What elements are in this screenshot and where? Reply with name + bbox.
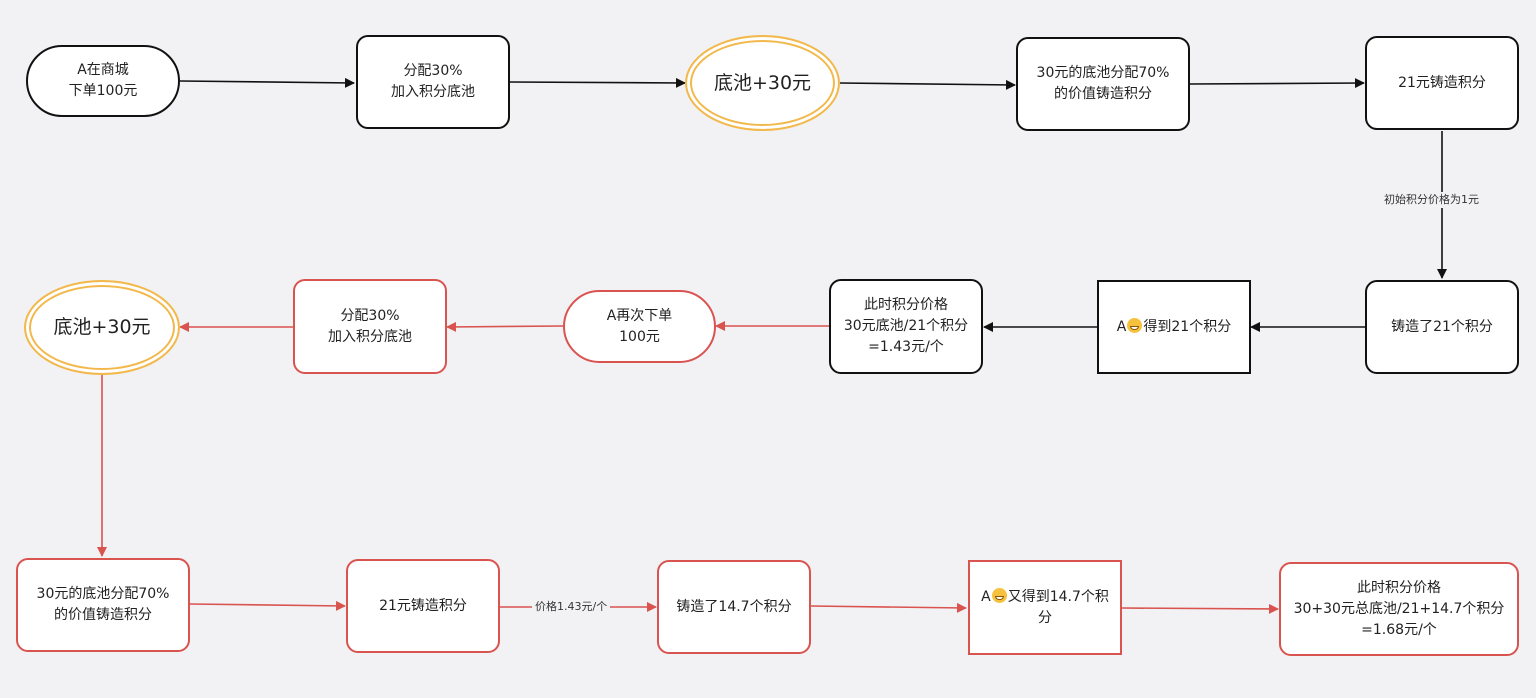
node-minted-14-7: 铸造了14.7个积分 bbox=[657, 560, 811, 654]
node-second-order-label: A再次下单 100元 bbox=[606, 307, 673, 345]
node-minted-21: 铸造了21个积分 bbox=[1365, 280, 1519, 374]
node-received-14-7: A 又得到14.7个积分 bbox=[968, 560, 1122, 655]
node-pool-plus-30-label: 底池+30元 bbox=[713, 71, 812, 94]
node-minted-21-label: 铸造了21个积分 bbox=[1391, 318, 1493, 335]
node-pool-plus-30: 底池+30元 bbox=[685, 35, 840, 131]
edge-label-price: 价格1.43元/个 bbox=[532, 599, 611, 615]
edge-distribute-to-mint bbox=[1189, 78, 1365, 89]
node-mint-21: 21元铸造积分 bbox=[1365, 36, 1519, 130]
node-first-order-label: A在商城 下单100元 bbox=[68, 62, 138, 99]
node-distribute-70pct: 30元的底池分配70% 的价值铸造积分 bbox=[1016, 37, 1190, 131]
edge-allocate-to-pool bbox=[509, 77, 686, 88]
edge-label-initial-price: 初始积分价格为1元 bbox=[1381, 192, 1482, 208]
node-received-21-label: A 得到21个积分 bbox=[1117, 317, 1231, 338]
received-14-7-text: 又得到14.7个积分 bbox=[1007, 588, 1109, 626]
edge-order-to-allocate bbox=[179, 77, 355, 88]
node-received-14-7-label: A 又得到14.7个积分 bbox=[976, 587, 1114, 629]
node-distribute-70pct-2: 30元的底池分配70% 的价值铸造积分 bbox=[16, 558, 190, 652]
node-price-1-68: 此时积分价格 30+30元总底池/21+14.7个积分 =1.68元/个 bbox=[1279, 562, 1519, 656]
actor-a-label: A bbox=[1116, 318, 1127, 335]
node-allocate-30pct-2-label: 分配30% 加入积分底池 bbox=[328, 307, 412, 345]
edge-minted2-to-received2 bbox=[810, 602, 967, 613]
edge-distribute2-to-mint2 bbox=[189, 600, 346, 611]
node-distribute-70pct-label: 30元的底池分配70% 的价值铸造积分 bbox=[1036, 65, 1170, 102]
node-distribute-70pct-2-label: 30元的底池分配70% 的价值铸造积分 bbox=[36, 586, 170, 623]
edge-received2-to-price2 bbox=[1121, 603, 1279, 614]
node-price-1-68-label: 此时积分价格 30+30元总底池/21+14.7个积分 =1.68元/个 bbox=[1293, 579, 1505, 638]
node-first-order: A在商城 下单100元 bbox=[26, 45, 180, 117]
node-minted-14-7-label: 铸造了14.7个积分 bbox=[676, 598, 792, 615]
node-allocate-30pct-label: 分配30% 加入积分底池 bbox=[391, 63, 475, 100]
received-21-text: 得到21个积分 bbox=[1143, 318, 1232, 335]
node-mint-21-2: 21元铸造积分 bbox=[346, 559, 500, 653]
node-price-1-43-label: 此时积分价格 30元底池/21个积分 =1.43元/个 bbox=[843, 297, 969, 355]
node-mint-21-label: 21元铸造积分 bbox=[1398, 74, 1486, 91]
actor-a-label-2: A bbox=[981, 588, 991, 605]
node-price-1-43: 此时积分价格 30元底池/21个积分 =1.43元/个 bbox=[829, 279, 983, 374]
node-mint-21-2-label: 21元铸造积分 bbox=[379, 597, 467, 614]
node-pool-plus-30-2: 底池+30元 bbox=[24, 280, 180, 375]
node-allocate-30pct-2: 分配30% 加入积分底池 bbox=[293, 279, 447, 374]
edge-pool-to-distribute bbox=[839, 79, 1016, 90]
node-received-21: A 得到21个积分 bbox=[1097, 280, 1251, 374]
node-allocate-30pct: 分配30% 加入积分底池 bbox=[356, 35, 510, 129]
grinning-face-icon bbox=[991, 587, 1007, 603]
grinning-face-icon bbox=[1127, 317, 1143, 333]
node-pool-plus-30-2-label: 底池+30元 bbox=[53, 316, 151, 338]
node-second-order: A再次下单 100元 bbox=[563, 290, 716, 363]
edge-reorder-to-allocate2 bbox=[446, 321, 564, 332]
